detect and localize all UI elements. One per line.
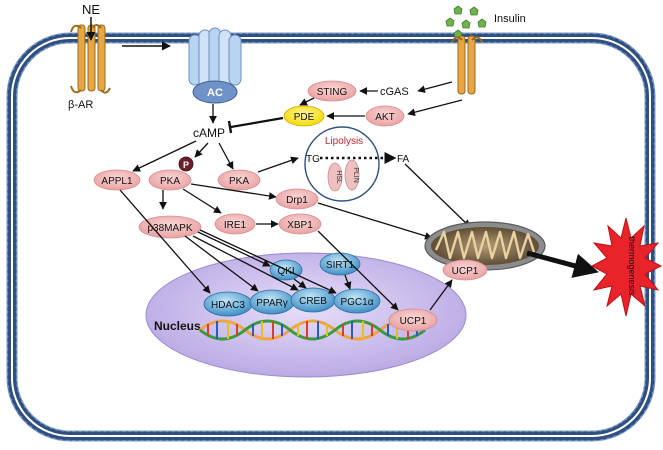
node-ucp1-gene-label: UCP1	[400, 316, 427, 327]
node-ucp1-mito-label: UCP1	[452, 266, 479, 277]
node-appl1-label: APPL1	[101, 176, 133, 187]
insulin-receptor	[451, 35, 483, 95]
lipolysis-title: Lipolysis	[325, 136, 363, 147]
camp-to-appl1-arrow	[132, 140, 197, 172]
lipolysis-hsl: HSL	[335, 170, 342, 184]
node-pka-main-label: PKA	[160, 176, 180, 187]
node-pgc1a-label: PGC1α	[340, 297, 373, 308]
insulin-to-akt-arrow	[407, 99, 463, 117]
lipolysis-panel	[304, 126, 380, 202]
node-ire1: IRE1	[214, 213, 256, 235]
node-pka-second: PKA	[217, 169, 261, 191]
p38-to-creb-arrow	[192, 235, 299, 291]
cell-membrane	[6, 32, 656, 442]
node-creb: CREB	[290, 287, 336, 313]
node-hdac3-label: HDAC3	[211, 300, 245, 311]
node-sting-label: STING	[317, 87, 348, 98]
node-camp: cAMP	[193, 126, 225, 140]
node-ucp1-gene: UCP1	[388, 308, 438, 332]
p38-to-ppar-arrow	[184, 235, 259, 292]
phospho-label: P	[183, 160, 189, 170]
pka-to-drp1-arrow	[190, 183, 277, 200]
lipolysis-plin: PLIN	[352, 167, 359, 183]
node-sirt1: SIRT1	[319, 252, 361, 276]
ac-label: AC	[207, 87, 223, 99]
ne-label: NE	[82, 2, 100, 17]
node-pgc1a: PGC1α	[333, 288, 381, 314]
node-hdac3: HDAC3	[203, 291, 253, 317]
ucp1-gene-to-mito-arrow	[429, 279, 453, 311]
node-pde: PDE	[283, 105, 325, 127]
node-sting: STING	[307, 80, 357, 102]
node-akt-label: AKT	[375, 112, 394, 123]
sting-to-pde-arrow	[299, 97, 315, 106]
node-creb-label: CREB	[299, 296, 327, 307]
node-p38mapk: p38MAPK	[138, 215, 202, 239]
camp-to-pka-arrow	[194, 142, 209, 158]
nucleus	[145, 252, 467, 378]
pka-to-lipolysis-arrow	[257, 156, 299, 173]
dna-helix	[199, 319, 426, 341]
p38-to-qki-arrow	[197, 231, 271, 267]
appl1-to-hdac3-arrow	[119, 189, 211, 294]
node-ucp1-mito: UCP1	[442, 259, 488, 281]
insulin-label: Insulin	[494, 13, 526, 25]
node-akt: AKT	[365, 105, 405, 127]
p38-to-pgc1a-arrow	[199, 229, 337, 294]
thermogenesis-label: thermogenesis	[627, 236, 637, 296]
insulin-molecules	[445, 5, 487, 39]
pde-inhibits-camp	[230, 116, 284, 129]
mitochondrion	[424, 221, 546, 271]
insulin-to-cgas-arrow	[417, 81, 453, 93]
node-ire1-label: IRE1	[224, 220, 247, 231]
node-xbp1-label: XBP1	[287, 220, 313, 231]
node-pka-main: PKA	[148, 169, 192, 191]
qki-to-creb-arrow	[293, 278, 307, 289]
pde-inhibit-bar	[227, 120, 233, 134]
beta-ar-label: β-AR	[68, 99, 93, 111]
lipolysis-fa: FA	[397, 154, 410, 165]
ac-enzyme	[188, 27, 242, 104]
nucleus-label: Nucleus	[154, 319, 201, 333]
sirt1-to-pgc1a-arrow	[343, 274, 352, 290]
drp1-to-mito-arrow	[317, 202, 433, 240]
node-sirt1-label: SIRT1	[326, 260, 355, 271]
mito-to-thermogenesis-arrow	[526, 250, 599, 278]
node-ppar: PPARγ	[249, 289, 295, 315]
node-appl1: APPL1	[93, 169, 141, 191]
thermogenesis-burst	[590, 217, 663, 317]
camp-to-pka2-arrow	[218, 142, 234, 170]
node-pde-label: PDE	[294, 112, 315, 123]
node-ppar-label: PPARγ	[256, 298, 288, 309]
pka-to-ire1-arrow	[182, 188, 222, 214]
node-drp1: Drp1	[275, 188, 319, 210]
node-xbp1: XBP1	[278, 213, 322, 235]
beta-ar-receptor	[70, 24, 111, 94]
fa-to-mito-arrow	[404, 163, 471, 228]
phospho-badge: P	[178, 156, 194, 172]
node-pka-second-label: PKA	[229, 176, 249, 187]
lipolysis-tg: TG	[306, 154, 320, 165]
xbp1-to-ucp1-arrow	[317, 230, 399, 311]
node-p38mapk-label: p38MAPK	[147, 223, 192, 234]
node-qki-label: QKI	[277, 266, 294, 277]
node-drp1-label: Drp1	[286, 195, 308, 206]
node-cgas: cGAS	[380, 86, 409, 98]
